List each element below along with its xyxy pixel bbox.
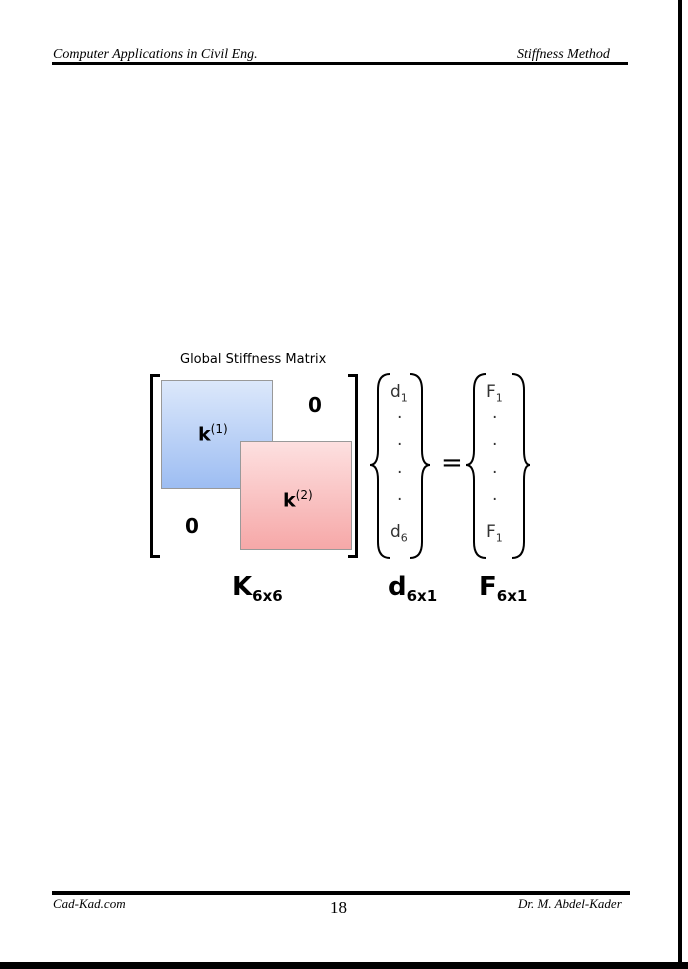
f-dot: . (492, 430, 498, 450)
d-dot: . (397, 430, 403, 450)
zero-upper: 0 (308, 393, 322, 417)
header-left: Computer Applications in Civil Eng. (53, 47, 258, 62)
f-vector-braces (465, 373, 531, 559)
header-right: Stiffness Method (517, 47, 610, 62)
d1: d1 (390, 382, 408, 405)
equals-sign: = (441, 448, 463, 478)
d-dot: . (397, 403, 403, 423)
page-number: 18 (330, 898, 347, 917)
footer-rule (52, 891, 630, 895)
d6: d6 (390, 522, 408, 545)
k1-label: k(1) (198, 422, 228, 446)
header-rule (52, 62, 628, 65)
page-border-bottom (0, 962, 688, 969)
label-d: d6x1 (388, 572, 438, 606)
figure-title: Global Stiffness Matrix (180, 352, 327, 367)
k2-block (240, 441, 352, 550)
d-vector-braces (369, 373, 431, 559)
d-dot: . (397, 485, 403, 505)
label-K: K6x6 (232, 572, 283, 606)
label-F: F6x1 (479, 572, 528, 606)
d-dot: . (397, 458, 403, 478)
page-border-right (678, 0, 682, 969)
footer-right: Dr. M. Abdel-Kader (518, 896, 622, 911)
k2-label: k(2) (283, 488, 313, 512)
f-dot: . (492, 485, 498, 505)
zero-lower: 0 (185, 514, 199, 538)
f-last: F1 (486, 522, 503, 545)
f-dot: . (492, 458, 498, 478)
left-bracket (150, 374, 160, 558)
right-bracket (348, 374, 358, 558)
footer-left: Cad-Kad.com (53, 896, 126, 911)
f-dot: . (492, 403, 498, 423)
f1: F1 (486, 382, 503, 405)
